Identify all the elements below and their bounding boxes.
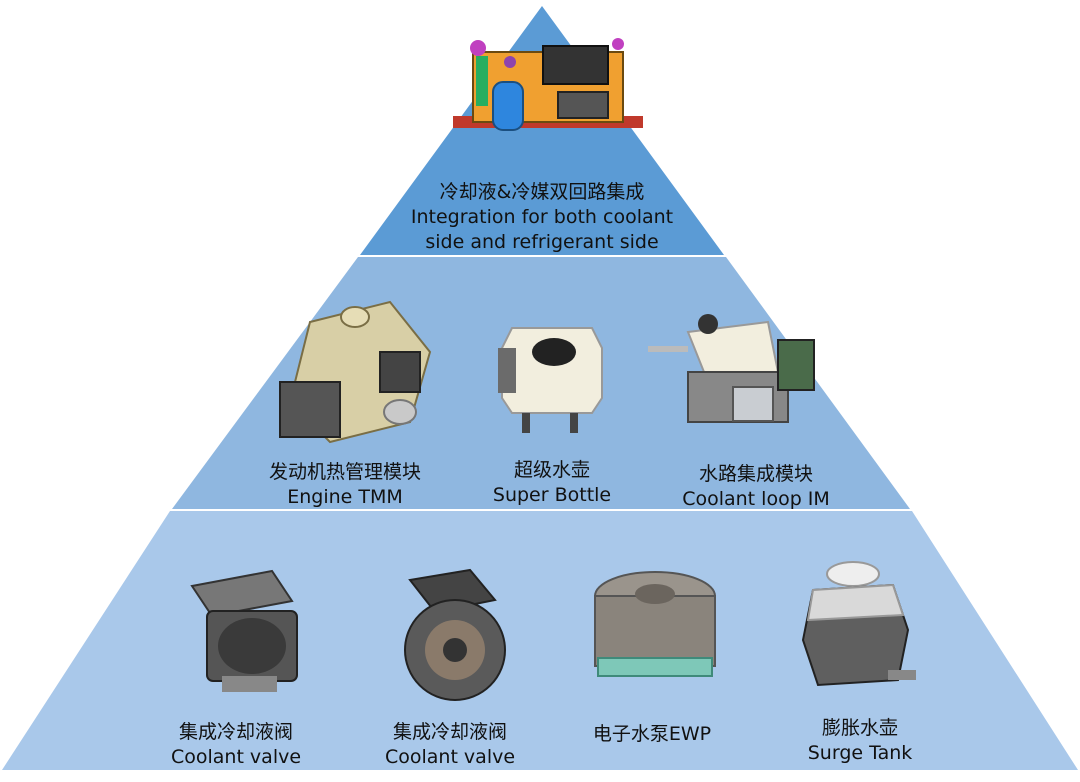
tier-bottom (2, 511, 1078, 770)
top-label-en-2: side and refrigerant side (425, 231, 659, 253)
coolant-valve-2-label-en: Coolant valve (384, 746, 516, 768)
surge-tank-label-zh: 膨胀水壶 (821, 717, 898, 739)
coolant-valve-1-label-zh: 集成冷却液阀 (178, 721, 294, 743)
electric-water-pump-icon (594, 571, 716, 677)
engine-tmm-label-zh: 发动机热管理模块 (268, 461, 422, 483)
coolant-loop-label-en: Coolant loop IM (682, 488, 830, 510)
coolant-valve-1-label-en: Coolant valve (170, 746, 302, 768)
middle-item-label: 发动机热管理模块 Engine TMM (269, 460, 421, 510)
super-bottle-label-en: Super Bottle (492, 484, 612, 506)
ewp-label-zh: 电子水泵EWP (592, 723, 712, 745)
bottom-item-label: 集成冷却液阀 Coolant valve (385, 720, 515, 770)
coolant-valve-2-label-zh: 集成冷却液阀 (392, 721, 508, 743)
engine-tmm-label-en: Engine TMM (287, 486, 403, 508)
tier-top (360, 6, 724, 255)
coolant-valve-open-icon (404, 568, 506, 701)
surge-tank-label-en: Surge Tank (807, 742, 913, 764)
coolant-valve-icon (190, 569, 298, 692)
top-tier-label: 冷却液&冷媒双回路集成 Integration for both coolant… (411, 180, 673, 255)
bottom-item-label: 集成冷却液阀 Coolant valve (171, 720, 301, 770)
coolant-loop-module-icon (648, 314, 815, 423)
top-label-en-1: Integration for both coolant (410, 206, 674, 228)
super-bottle-icon (498, 327, 603, 433)
middle-item-label: 超级水壶 Super Bottle (493, 458, 611, 508)
bottom-item-label: 膨胀水壶 Surge Tank (808, 716, 913, 766)
super-bottle-label-zh: 超级水壶 (513, 459, 591, 481)
top-label-zh: 冷却液&冷媒双回路集成 (439, 181, 645, 203)
integrated-thermal-module-icon (453, 38, 643, 131)
coolant-loop-label-zh: 水路集成模块 (698, 463, 813, 485)
engine-tmm-icon (279, 300, 432, 444)
surge-tank-icon (801, 561, 916, 687)
bottom-item-label: 电子水泵EWP (593, 722, 711, 747)
middle-item-label: 水路集成模块 Coolant loop IM (682, 462, 830, 512)
